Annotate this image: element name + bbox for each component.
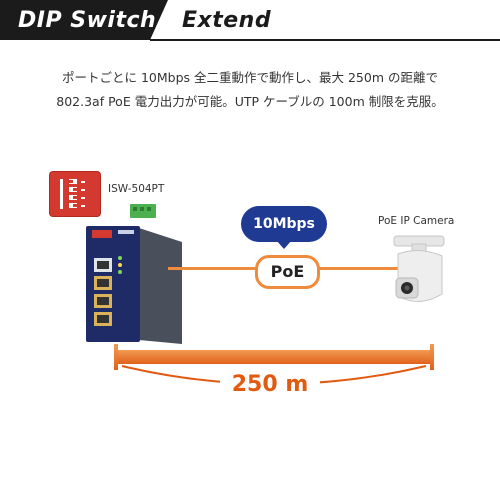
camera-lens-center: [404, 285, 410, 291]
switch-side: [139, 228, 182, 344]
switch-dip-window: [92, 230, 112, 238]
poe-badge: PoE: [255, 255, 320, 289]
distance-bar: [114, 344, 434, 370]
dip-switch-mark-3: [81, 197, 85, 199]
switch-logo: [118, 230, 134, 234]
terminal-screw-1: [133, 207, 137, 211]
dip-switch-knob-2: [73, 188, 77, 191]
header-left-title: DIP Switch: [18, 8, 157, 33]
led-3: [118, 270, 122, 274]
description: ポートごとに 10Mbps 全二重動作で動作し、最大 250m の距離で 802…: [0, 66, 500, 114]
header-right-title: Extend: [182, 8, 272, 33]
dip-switch-mark-2: [81, 189, 85, 191]
dip-switch-icon: [60, 179, 85, 209]
camera-label: PoE IP Camera: [378, 215, 455, 227]
ip-camera-icon: [393, 235, 445, 302]
rj45-port-1-socket: [97, 261, 109, 269]
industrial-switch-icon: [86, 204, 182, 344]
device-label: ISW-504PT: [108, 183, 165, 195]
description-line-2: 802.3af PoE 電力出力が可能。UTP ケーブルの 100m 制限を克服…: [56, 94, 444, 109]
rj45-port-2-socket: [97, 279, 109, 287]
dip-switch-panel: [50, 172, 100, 216]
dip-switch-mark-1: [81, 181, 85, 183]
speed-badge: 10Mbps: [241, 206, 327, 242]
dip-switch-label-strip: [60, 179, 63, 209]
led-1: [118, 256, 122, 260]
dip-switch-knob-4: [73, 204, 77, 207]
dip-switch-knob-1: [69, 180, 73, 183]
rj45-port-4-socket: [97, 315, 109, 323]
dip-switch-knob-3: [73, 196, 77, 199]
rj45-port-3-socket: [97, 297, 109, 305]
led-2: [118, 263, 122, 267]
dip-switch-mark-4: [81, 205, 85, 207]
header-banner: DIP Switch Extend: [0, 0, 500, 44]
terminal-screw-2: [140, 207, 144, 211]
header-left-block: [0, 0, 168, 40]
speed-badge-pointer: [276, 240, 292, 249]
header-background: [0, 0, 500, 41]
description-line-1: ポートごとに 10Mbps 全二重動作で動作し、最大 250m の距離で: [61, 70, 438, 85]
distance-label: 250 m: [220, 372, 320, 397]
terminal-screw-3: [147, 207, 151, 211]
